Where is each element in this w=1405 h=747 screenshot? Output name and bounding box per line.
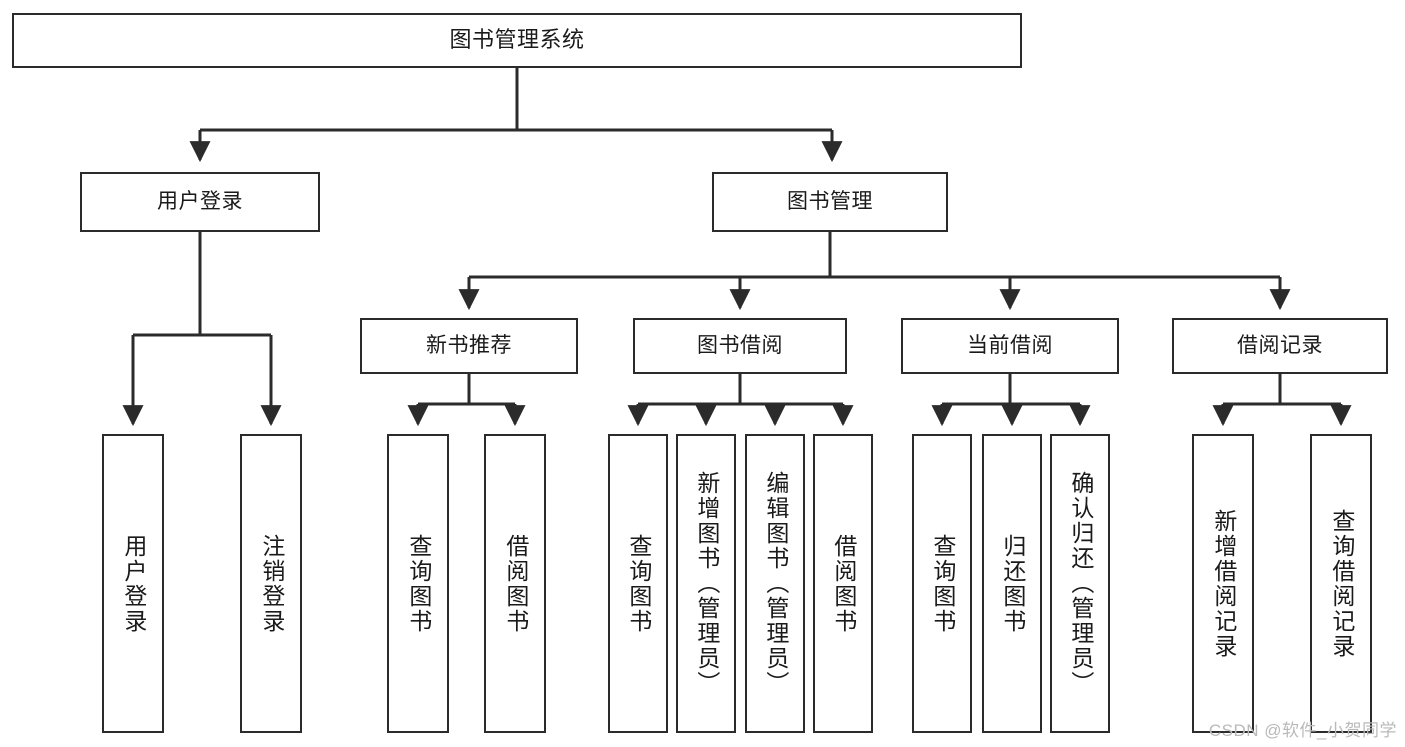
node-label: 查询图书 xyxy=(929,533,956,634)
node-leaf-user-login[interactable]: 用户登录 xyxy=(102,434,164,733)
csdn-watermark: CSDN @软件_小贺同学 xyxy=(1208,721,1397,740)
node-leaf-add-record[interactable]: 新增借阅记录 xyxy=(1192,434,1254,733)
node-label: 查询借阅记录 xyxy=(1328,508,1355,659)
node-label: 新增图书（管理员） xyxy=(693,471,720,696)
node-book-borrow[interactable]: 图书借阅 xyxy=(633,318,847,374)
node-label: 用户登录 xyxy=(157,190,243,214)
node-leaf-query-book-3[interactable]: 查询图书 xyxy=(912,434,972,733)
node-leaf-query-book-2[interactable]: 查询图书 xyxy=(608,434,668,733)
node-leaf-query-book-1[interactable]: 查询图书 xyxy=(387,434,449,733)
node-label: 图书管理系统 xyxy=(449,27,585,53)
node-current-borrow[interactable]: 当前借阅 xyxy=(901,318,1119,374)
node-label: 归还图书 xyxy=(999,533,1026,634)
node-label: 新增借阅记录 xyxy=(1210,508,1237,659)
node-leaf-return-book[interactable]: 归还图书 xyxy=(982,434,1042,733)
node-label: 图书管理 xyxy=(787,190,873,214)
node-leaf-logout[interactable]: 注销登录 xyxy=(240,434,302,733)
node-borrow-record[interactable]: 借阅记录 xyxy=(1172,318,1388,374)
node-book-manage[interactable]: 图书管理 xyxy=(712,172,948,232)
node-leaf-borrow-book-1[interactable]: 借阅图书 xyxy=(484,434,546,733)
node-label: 借阅图书 xyxy=(502,533,529,634)
node-label: 确认归还（管理员） xyxy=(1067,471,1094,696)
node-leaf-confirm-return[interactable]: 确认归还（管理员） xyxy=(1050,434,1110,733)
node-leaf-add-book[interactable]: 新增图书（管理员） xyxy=(676,434,736,733)
node-book-management-system[interactable]: 图书管理系统 xyxy=(12,13,1022,68)
node-label: 查询图书 xyxy=(405,533,432,634)
node-leaf-edit-book[interactable]: 编辑图书（管理员） xyxy=(745,434,805,733)
node-user-login[interactable]: 用户登录 xyxy=(80,172,320,232)
node-label: 借阅记录 xyxy=(1237,334,1323,358)
node-new-book-recommend[interactable]: 新书推荐 xyxy=(360,318,578,374)
node-label: 当前借阅 xyxy=(967,334,1053,358)
node-leaf-query-record[interactable]: 查询借阅记录 xyxy=(1310,434,1372,733)
node-label: 编辑图书（管理员） xyxy=(762,471,789,696)
node-label: 图书借阅 xyxy=(697,334,783,358)
node-label: 注销登录 xyxy=(258,533,285,634)
node-label: 用户登录 xyxy=(120,533,147,634)
node-leaf-borrow-book-2[interactable]: 借阅图书 xyxy=(813,434,873,733)
node-label: 新书推荐 xyxy=(426,334,512,358)
node-label: 借阅图书 xyxy=(830,533,857,634)
node-label: 查询图书 xyxy=(625,533,652,634)
